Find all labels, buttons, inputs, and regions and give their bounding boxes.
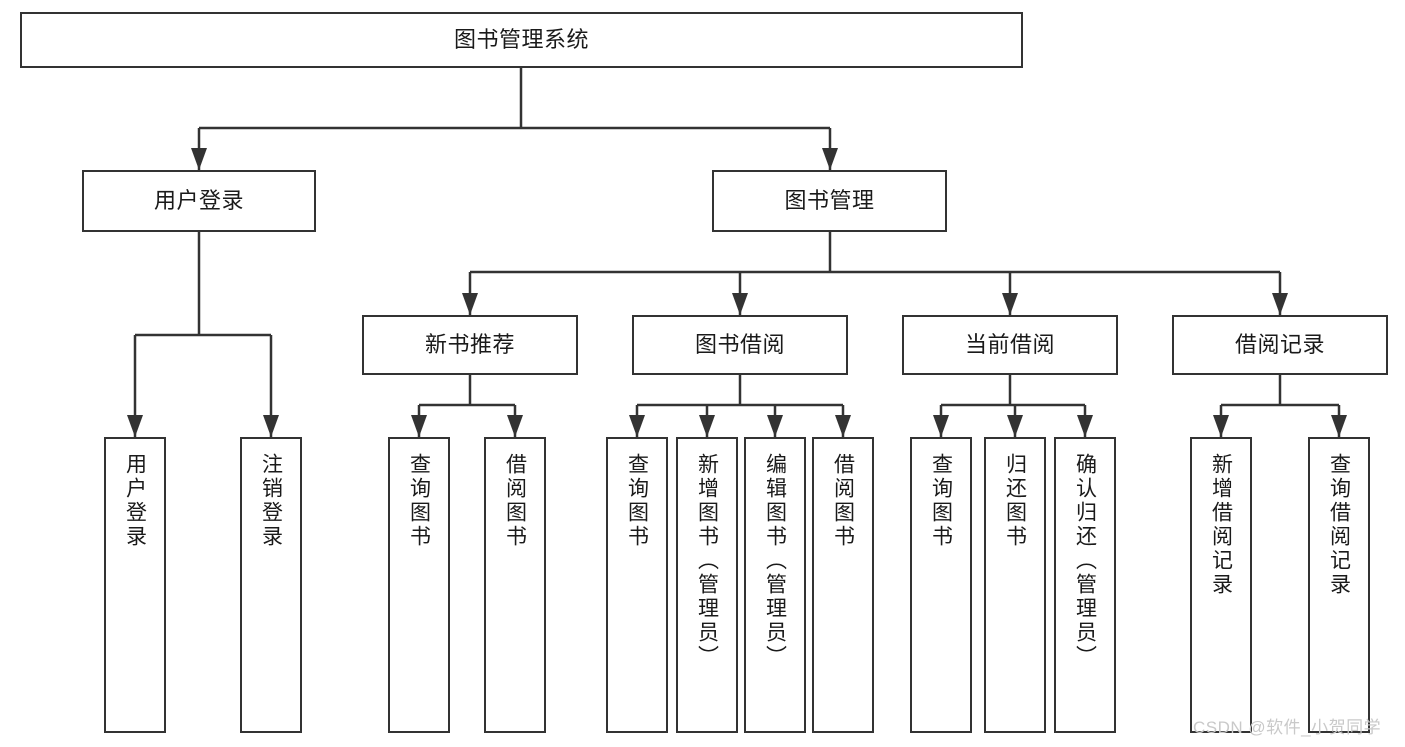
node-leaf-confirm-return[interactable]: 确认归还（管理员） bbox=[1054, 437, 1116, 733]
node-label: 查询图书 bbox=[625, 453, 649, 549]
node-leaf-query-book-1[interactable]: 查询图书 bbox=[388, 437, 450, 733]
node-label: 查询图书 bbox=[407, 453, 431, 549]
arrowhead-icon bbox=[1077, 415, 1093, 437]
node-label: 确认归还（管理员） bbox=[1073, 453, 1097, 669]
node-label: 图书管理 bbox=[784, 187, 875, 213]
node-label: 新增图书（管理员） bbox=[695, 453, 719, 669]
node-leaf-logout[interactable]: 注销登录 bbox=[240, 437, 302, 733]
node-label: 编辑图书（管理员） bbox=[763, 453, 787, 669]
node-label: 新书推荐 bbox=[424, 331, 515, 357]
node-leaf-return-book[interactable]: 归还图书 bbox=[984, 437, 1046, 733]
node-new-book-recommend[interactable]: 新书推荐 bbox=[362, 315, 578, 375]
node-leaf-query-book-3[interactable]: 查询图书 bbox=[910, 437, 972, 733]
node-current-borrow[interactable]: 当前借阅 bbox=[902, 315, 1118, 375]
connector-root-split bbox=[191, 68, 838, 170]
root-node[interactable]: 图书管理系统 bbox=[20, 12, 1023, 68]
arrowhead-icon bbox=[1213, 415, 1229, 437]
node-label: 图书管理系统 bbox=[453, 26, 589, 52]
connector-book-manage-split bbox=[462, 232, 1288, 315]
connector-book-borrow-split bbox=[629, 375, 851, 437]
node-label: 注销登录 bbox=[259, 453, 283, 549]
node-leaf-borrow-book-1[interactable]: 借阅图书 bbox=[484, 437, 546, 733]
arrowhead-icon bbox=[1272, 293, 1288, 315]
node-label: 归还图书 bbox=[1003, 453, 1027, 549]
arrowhead-icon bbox=[507, 415, 523, 437]
node-leaf-borrow-book-2[interactable]: 借阅图书 bbox=[812, 437, 874, 733]
arrowhead-icon bbox=[835, 415, 851, 437]
node-label: 借阅图书 bbox=[831, 453, 855, 549]
node-label: 查询图书 bbox=[929, 453, 953, 549]
node-leaf-query-book-2[interactable]: 查询图书 bbox=[606, 437, 668, 733]
node-leaf-user-login[interactable]: 用户登录 bbox=[104, 437, 166, 733]
connector-current-borrow-split bbox=[933, 375, 1093, 437]
node-user-login[interactable]: 用户登录 bbox=[82, 170, 316, 232]
node-label: 用户登录 bbox=[123, 453, 147, 549]
connector-borrow-record-split bbox=[1213, 375, 1347, 437]
arrowhead-icon bbox=[699, 415, 715, 437]
arrowhead-icon bbox=[1331, 415, 1347, 437]
arrowhead-icon bbox=[629, 415, 645, 437]
node-book-manage[interactable]: 图书管理 bbox=[712, 170, 947, 232]
arrowhead-icon bbox=[732, 293, 748, 315]
arrowhead-icon bbox=[411, 415, 427, 437]
node-borrow-record[interactable]: 借阅记录 bbox=[1172, 315, 1388, 375]
arrowhead-icon bbox=[263, 415, 279, 437]
node-label: 当前借阅 bbox=[964, 331, 1055, 357]
csdn-watermark: CSDN @软件_小贺同学 bbox=[1193, 718, 1382, 737]
node-label: 查询借阅记录 bbox=[1327, 453, 1351, 597]
node-book-borrow[interactable]: 图书借阅 bbox=[632, 315, 848, 375]
arrowhead-icon bbox=[822, 148, 838, 170]
node-label: 借阅图书 bbox=[503, 453, 527, 549]
arrowhead-icon bbox=[127, 415, 143, 437]
node-label: 新增借阅记录 bbox=[1209, 453, 1233, 597]
node-leaf-edit-book[interactable]: 编辑图书（管理员） bbox=[744, 437, 806, 733]
node-label: 借阅记录 bbox=[1234, 331, 1325, 357]
arrowhead-icon bbox=[1007, 415, 1023, 437]
node-leaf-add-record[interactable]: 新增借阅记录 bbox=[1190, 437, 1252, 733]
arrowhead-icon bbox=[462, 293, 478, 315]
arrowhead-icon bbox=[767, 415, 783, 437]
connector-new-book-split bbox=[411, 375, 523, 437]
node-label: 图书借阅 bbox=[694, 331, 785, 357]
node-leaf-add-book[interactable]: 新增图书（管理员） bbox=[676, 437, 738, 733]
arrowhead-icon bbox=[933, 415, 949, 437]
arrowhead-icon bbox=[1002, 293, 1018, 315]
arrowhead-icon bbox=[191, 148, 207, 170]
node-label: 用户登录 bbox=[153, 187, 244, 213]
connector-user-login-split bbox=[127, 232, 279, 437]
node-leaf-query-record[interactable]: 查询借阅记录 bbox=[1308, 437, 1370, 733]
